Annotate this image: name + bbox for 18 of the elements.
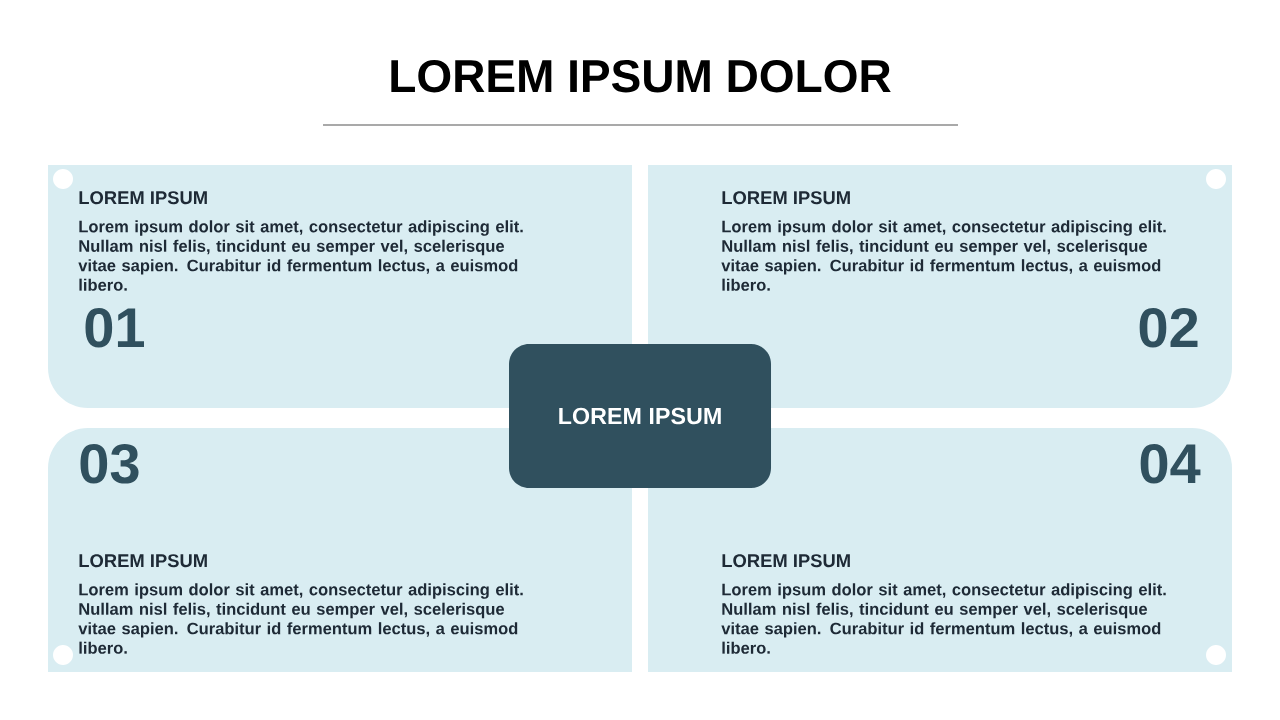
info-panel [648, 165, 1232, 408]
step-number: 04 [1140, 443, 1201, 484]
panel-heading: LOREM IPSUM [79, 554, 207, 568]
step-number: 01 [85, 307, 144, 348]
panel-heading: LOREM IPSUM [722, 191, 850, 205]
center-box: LOREM IPSUM [509, 344, 771, 488]
step-number: 03 [80, 443, 139, 484]
info-panel [48, 428, 632, 672]
panel-text: Lorem ipsum dolor sit amet, consectetur adipiscing elit. Nullam nisl felis, tincidunt eu semper vel, scelerisque vitae sapien. Curabitur id fermentum lectus, a euismod libero. [78, 583, 523, 654]
info-panel [48, 165, 632, 408]
panel-heading: LOREM IPSUM [79, 191, 207, 205]
panel-heading: LOREM IPSUM [722, 554, 850, 568]
panel-text: Lorem ipsum dolor sit amet, consectetur adipiscing elit. Nullam nisl felis, tincidunt eu semper vel, scelerisque vitae sapien. Curabitur id fermentum lectus, a euismod libero. [721, 220, 1166, 291]
panel-text: Lorem ipsum dolor sit amet, consectetur adipiscing elit. Nullam nisl felis, tincidunt eu semper vel, scelerisque vitae sapien. Curabitur id fermentum lectus, a euismod libero. [78, 220, 523, 291]
title: LOREM IPSUM DOLOR [391, 59, 891, 93]
info-panel [648, 428, 1232, 672]
panel-text: Lorem ipsum dolor sit amet, consectetur adipiscing elit. Nullam nisl felis, tincidunt eu semper vel, scelerisque vitae sapien. Curabitur id fermentum lectus, a euismod libero. [721, 583, 1166, 654]
step-number: 02 [1139, 307, 1198, 348]
